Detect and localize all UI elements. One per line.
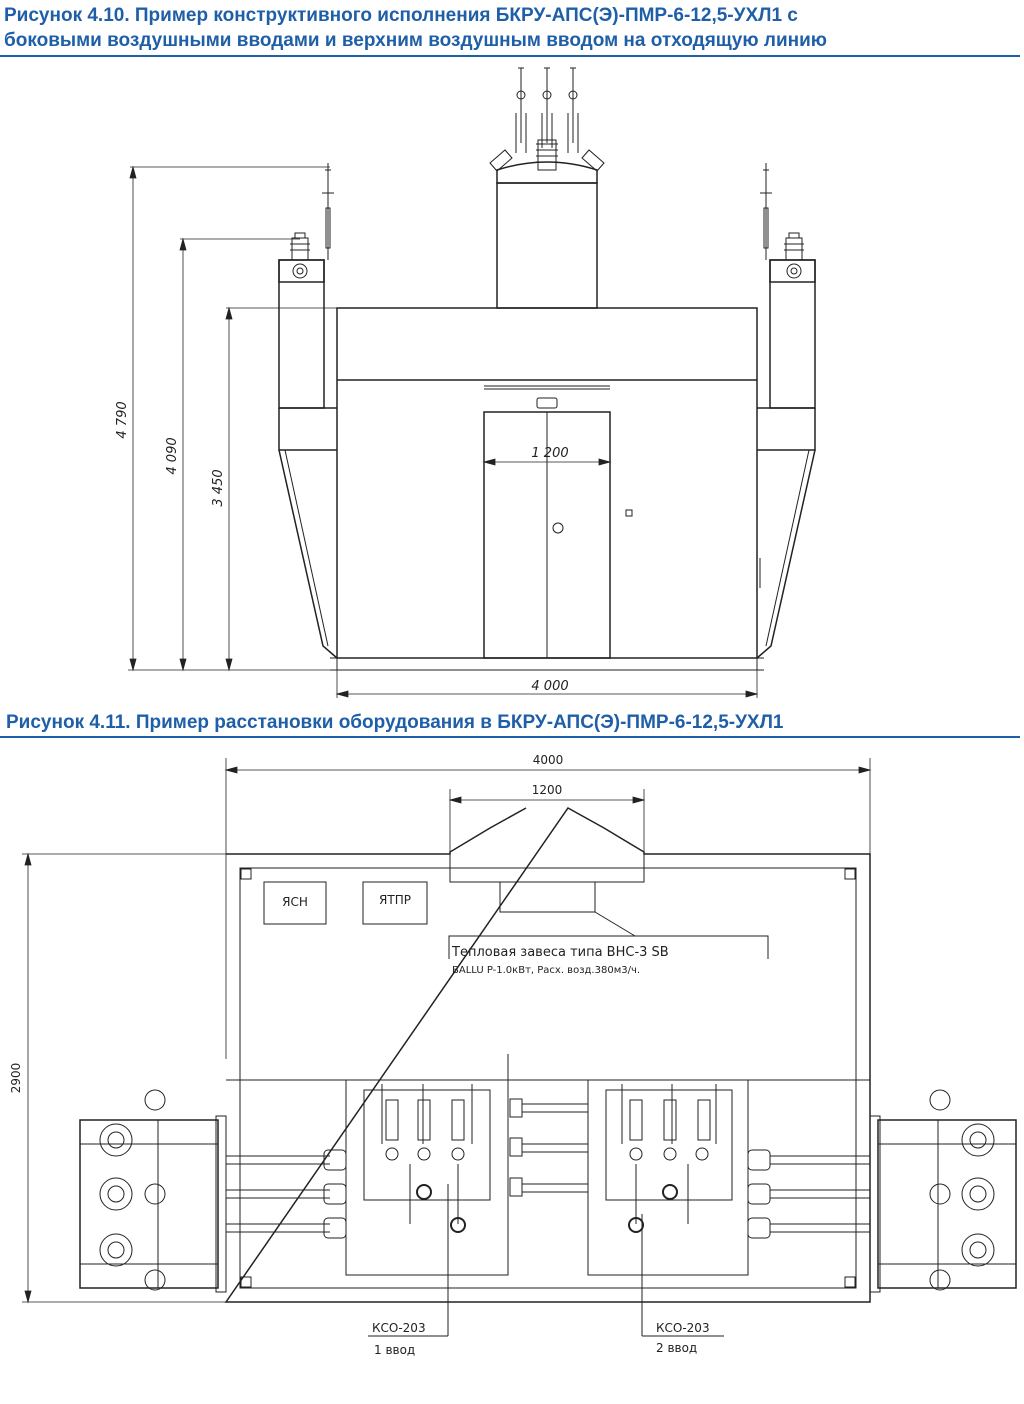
- elevation-drawing: 4 790 4 090 3 450 1 200 4 000: [115, 67, 816, 698]
- plan-drawing: 4000 1200 2900 ЯСН ЯТПР Тепловая завеса …: [9, 753, 1017, 1357]
- switchgear-cabinet-2: [587, 1079, 749, 1276]
- figure-2-caption: Рисунок 4.11. Пример расстановки оборудо…: [6, 712, 784, 733]
- right-input-block: [869, 1089, 1017, 1293]
- figure-1-caption-line-1: Рисунок 4.10. Пример конструктивного исп…: [4, 5, 798, 26]
- dim-height-body: 3 450: [211, 469, 226, 506]
- cabinet-yatpr: [362, 881, 428, 925]
- switchgear-1-input: 1 ввод: [374, 1343, 415, 1357]
- plan-dim-width-total: 4000: [533, 753, 564, 767]
- dim-width-total: 4 000: [531, 679, 568, 694]
- height-dimensions: [128, 165, 337, 672]
- busbars: [509, 1098, 588, 1197]
- switchgear-2-type: КСО-203: [656, 1321, 710, 1335]
- plan-dim-top-input: 1200: [532, 783, 563, 797]
- left-side-input: [278, 163, 338, 659]
- right-side-input: [756, 163, 816, 659]
- right-cable-runs: [747, 1149, 870, 1239]
- switchgear-2-input: 2 ввод: [656, 1341, 697, 1355]
- plan-dim-depth-total: 2900: [9, 1063, 23, 1094]
- heater-label-line-2: BALLU P-1.0кВт, Расх. возд.380м3/ч.: [452, 965, 640, 976]
- door: [483, 385, 633, 659]
- left-input-block: [79, 1089, 227, 1293]
- cabinet-ysn-label: ЯСН: [282, 895, 308, 909]
- switchgear-cabinet-1: [345, 1079, 509, 1276]
- total-width-dimension: [335, 670, 759, 698]
- left-cable-runs: [226, 1149, 347, 1239]
- figure-1-caption-line-2: боковыми воздушными вводами и верхним во…: [4, 30, 828, 51]
- cabinet-ysn: [263, 881, 327, 925]
- cabinet-yatpr-label: ЯТПР: [379, 893, 411, 907]
- plan-dimension-frame: [22, 758, 872, 1304]
- switchgear-1-type: КСО-203: [372, 1321, 426, 1335]
- top-outgoing-insulators: [489, 67, 605, 184]
- dim-height-side-inputs: 4 090: [165, 437, 180, 474]
- door-width-dimension: [482, 458, 612, 466]
- dim-height-total: 4 790: [115, 401, 130, 438]
- switchgear-leaders: [368, 1184, 724, 1337]
- figure-2-caption-rule: [0, 736, 1020, 738]
- dim-door-width: 1 200: [531, 446, 568, 461]
- figure-1-caption-rule: [0, 55, 1020, 57]
- heater-curtain: [448, 881, 769, 959]
- top-input-box: [496, 182, 598, 309]
- heater-label-line-1: Тепловая завеса типа ВНС-3 SB: [451, 945, 669, 960]
